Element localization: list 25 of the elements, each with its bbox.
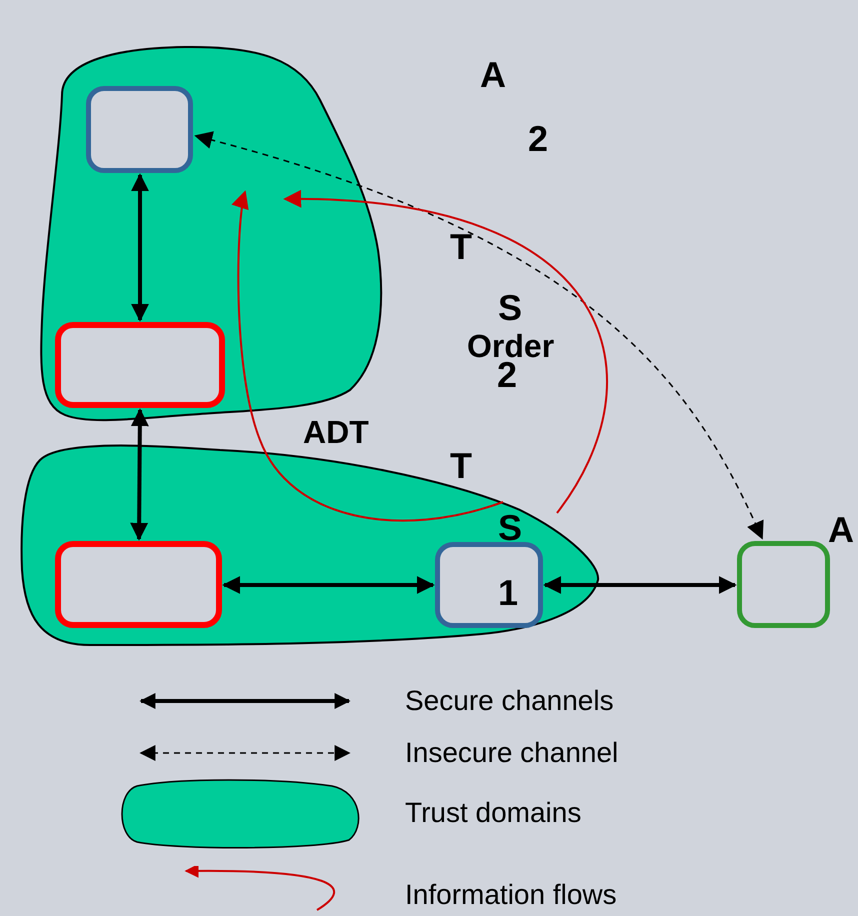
label-text: A — [828, 512, 854, 548]
rounded-box — [737, 541, 830, 628]
rounded-box — [55, 322, 225, 408]
dashed-arrow — [194, 132, 764, 540]
rounded-box — [86, 86, 193, 173]
legend-text: Trust domains — [405, 798, 582, 828]
label-text: A — [480, 57, 506, 93]
curved-arrow — [232, 190, 504, 522]
legend-text: Insecure channel — [405, 738, 618, 768]
label-text: S — [498, 510, 522, 546]
legend-text: Secure channels — [405, 686, 614, 716]
label-text: S — [498, 290, 522, 326]
double-arrow — [130, 408, 149, 541]
trust-domain-blob — [20, 443, 602, 648]
label-text: T — [450, 229, 472, 265]
double-arrow — [131, 173, 149, 322]
legend-text: Information flows — [405, 880, 617, 910]
label-text: T — [450, 448, 472, 484]
label-text: 1 — [498, 575, 518, 611]
rounded-box — [435, 542, 543, 628]
label-text: 2 — [528, 121, 548, 157]
rounded-box — [55, 541, 222, 628]
double-arrow — [543, 576, 737, 594]
double-arrow — [222, 576, 435, 594]
curved-arrow — [283, 190, 608, 514]
